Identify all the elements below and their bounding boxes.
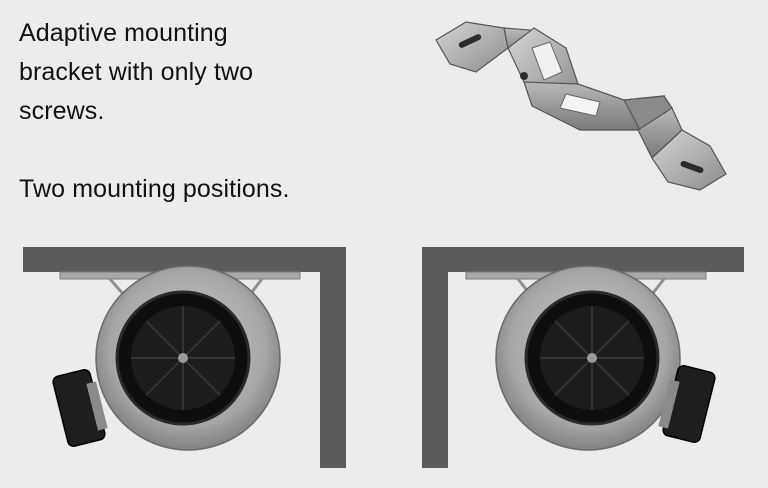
fan-hub-icon xyxy=(178,353,188,363)
terminal-box-clip xyxy=(86,381,108,431)
caption-gap xyxy=(19,131,349,170)
bracket-center-window xyxy=(559,93,601,117)
side-wall xyxy=(422,247,448,468)
bracket-tab-hole-icon xyxy=(520,72,528,80)
bracket-right-slot-icon xyxy=(680,160,704,174)
bracket-left-slot-icon xyxy=(458,34,482,48)
mounting-bracket-icon xyxy=(435,21,727,191)
caption: Adaptive mounting bracket with only two … xyxy=(19,14,349,209)
caption-line-1: Adaptive mounting xyxy=(19,19,228,47)
side-wall xyxy=(320,247,346,468)
terminal-box-clip xyxy=(658,379,680,429)
bracket-tab-window xyxy=(531,41,563,81)
caption-line-3: screws. xyxy=(19,97,105,125)
caption-line-2: bracket with only two xyxy=(19,58,254,86)
bracket-right-ear xyxy=(651,129,727,191)
bracket-left-ear xyxy=(435,21,509,73)
caption-line-4: Two mounting positions. xyxy=(19,175,290,203)
fan-corner-mount-icon xyxy=(422,247,744,468)
fan-hub-icon xyxy=(587,353,597,363)
fan-ceiling-mount-icon xyxy=(23,247,346,468)
